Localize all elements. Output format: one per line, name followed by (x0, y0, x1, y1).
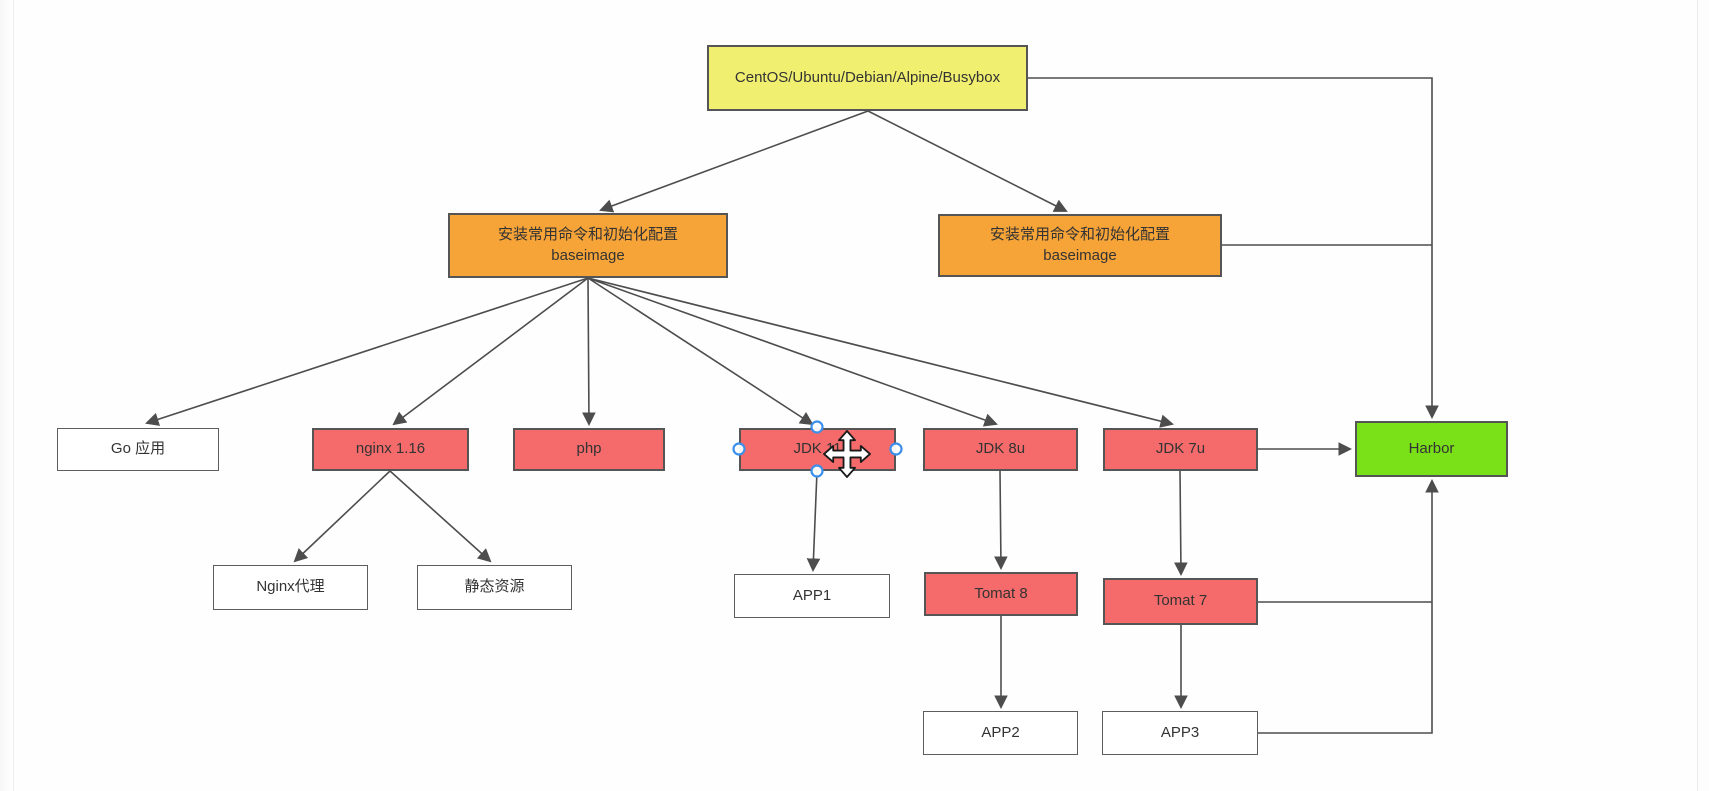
node-jdk8u-label: JDK 8u (975, 440, 1026, 458)
right-edge-strip (1697, 0, 1709, 791)
node-static-assets[interactable]: 静态资源 (417, 565, 572, 610)
node-os-base-label: CentOS/Ubuntu/Debian/Alpine/Busybox (734, 68, 1001, 86)
node-os-base[interactable]: CentOS/Ubuntu/Debian/Alpine/Busybox (707, 45, 1028, 111)
node-app2-label: APP2 (981, 723, 1020, 741)
node-tomat8[interactable]: Tomat 8 (924, 572, 1078, 616)
node-php-label: php (576, 440, 602, 458)
node-baseimage-left[interactable]: 安装常用命令和初始化配置 baseimage (448, 213, 728, 278)
node-app3[interactable]: APP3 (1102, 711, 1258, 755)
node-app2[interactable]: APP2 (923, 711, 1078, 755)
edge-baseimage-nginx (392, 277, 589, 426)
node-baseimage-left-line1: 安装常用命令和初始化配置 (497, 226, 678, 244)
node-jdk7u[interactable]: JDK 7u (1103, 428, 1258, 471)
node-baseimage-right-line2: baseimage (1043, 246, 1117, 264)
node-static-assets-label: 静态资源 (464, 578, 525, 596)
node-go-app[interactable]: Go 应用 (57, 428, 219, 471)
node-nginx-label: nginx 1.16 (355, 440, 426, 458)
node-jdk11[interactable]: JDK 11 (739, 428, 896, 471)
edge-jdk11-app1 (806, 470, 821, 573)
edge-nginx-proxy (293, 470, 391, 563)
node-jdk11-label: JDK 11 (793, 440, 842, 458)
node-tomat7[interactable]: Tomat 7 (1103, 578, 1258, 625)
node-tomat8-label: Tomat 8 (974, 584, 1028, 602)
node-tomat7-label: Tomat 7 (1153, 592, 1208, 610)
node-app1-label: APP1 (792, 586, 832, 604)
edge-os-baseimage-right (867, 110, 1068, 212)
edge-jdk8u-tomat8 (994, 470, 1008, 571)
edge-baseimage-php (582, 277, 596, 427)
node-baseimage-right-line1: 安装常用命令和初始化配置 (989, 226, 1170, 244)
edge-app3-harbor (1258, 478, 1439, 734)
node-go-app-label: Go 应用 (110, 440, 166, 458)
edge-baseimage-jdk8u (587, 277, 998, 427)
edge-baseimage-go (145, 277, 589, 426)
node-php[interactable]: php (513, 428, 665, 471)
node-baseimage-right[interactable]: 安装常用命令和初始化配置 baseimage (938, 214, 1222, 277)
edge-nginx-static (389, 470, 492, 563)
edge-jdk7u-tomat7 (1174, 470, 1188, 577)
node-jdk7u-label: JDK 7u (1155, 440, 1206, 458)
node-baseimage-left-line2: baseimage (551, 246, 625, 264)
node-app1[interactable]: APP1 (734, 574, 890, 618)
edge-os-harbor (1028, 77, 1439, 420)
edge-os-baseimage-left (599, 110, 869, 213)
edge-baseimage-jdk7u (587, 277, 1174, 428)
node-nginx-proxy[interactable]: Nginx代理 (213, 565, 368, 610)
node-harbor-label: Harbor (1408, 439, 1455, 457)
edge-baseimage-jdk11 (587, 277, 814, 426)
node-nginx[interactable]: nginx 1.16 (312, 428, 469, 471)
node-nginx-proxy-label: Nginx代理 (256, 578, 325, 596)
left-edge-strip (0, 0, 14, 791)
node-app3-label: APP3 (1160, 723, 1200, 741)
node-jdk8u[interactable]: JDK 8u (923, 428, 1078, 471)
node-harbor[interactable]: Harbor (1355, 421, 1508, 477)
